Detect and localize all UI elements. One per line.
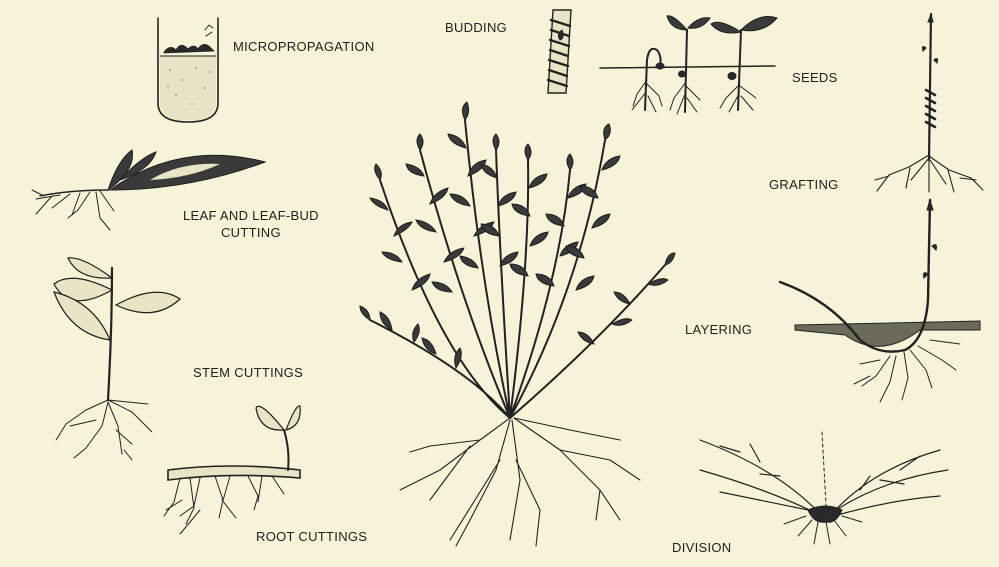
label-root-cuttings: ROOT CUTTINGS: [256, 528, 367, 545]
layering-illustration: [780, 200, 980, 402]
root-cuttings-illustration: [164, 406, 300, 534]
stem-cuttings-illustration: [54, 258, 180, 460]
label-stem-cuttings: STEM CUTTINGS: [193, 364, 303, 381]
label-seeds: SEEDS: [792, 69, 838, 86]
label-leaf-cutting-line2: CUTTING: [183, 224, 319, 241]
label-leaf-cutting-line1: LEAF AND LEAF-BUD: [183, 207, 319, 224]
division-illustration: [700, 432, 948, 544]
label-micropropagation: MICROPROPAGATION: [233, 38, 375, 55]
label-leaf-cutting: LEAF AND LEAF-BUD CUTTING: [183, 207, 319, 241]
label-budding: BUDDING: [445, 19, 507, 36]
label-grafting: GRAFTING: [769, 176, 839, 193]
seeds-illustration: [600, 16, 777, 114]
budding-illustration: [548, 10, 571, 93]
label-division: DIVISION: [672, 539, 731, 556]
main-plant-illustration: [360, 102, 675, 546]
test-tube-illustration: [158, 18, 218, 122]
label-layering: LAYERING: [685, 321, 752, 338]
grafting-illustration: [875, 14, 983, 192]
